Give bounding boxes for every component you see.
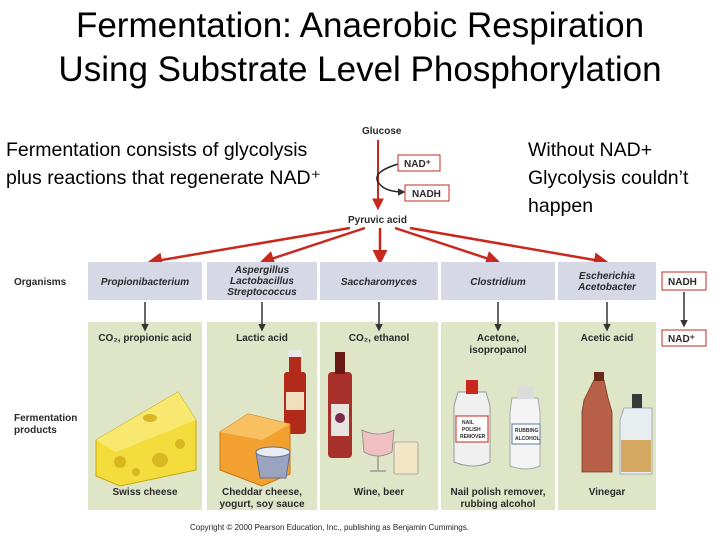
pyruvate-fanout-arrows (147, 226, 609, 268)
nail-polish-alcohol-illustration (453, 380, 541, 470)
caption-escherichia-0: Vinegar (589, 487, 626, 498)
caption-saccharomyces-0: Wine, beer (354, 487, 405, 498)
fermentation-products-label-1: Fermentation (14, 413, 77, 424)
arrow-to-propionibacterium (147, 226, 351, 268)
organism-box-saccharomyces (320, 262, 438, 300)
caption-lactobacillus-0: Cheddar cheese, (222, 487, 302, 498)
title-line-2: Using Substrate Level Phosphorylation (58, 50, 662, 89)
organism-name-clostridium-0: Clostridium (470, 277, 526, 288)
nail-polish-label-line-1: NAIL (462, 420, 474, 426)
nad-plus-label: NAD⁺ (404, 159, 431, 170)
rubbing-alcohol-label-line-2: ALCOHOL (515, 436, 540, 442)
organism-name-propionibacterium-0: Propionibacterium (101, 277, 189, 288)
product-label-escherichia-0: Acetic acid (581, 333, 634, 344)
nadh-label: NADH (412, 189, 441, 200)
product-label-propionibacterium-0: CO₂, propionic acid (98, 333, 191, 344)
side-nadh-label: NADH (668, 277, 697, 288)
organism-name-lactobacillus-2: Streptococcus (227, 287, 297, 298)
slide-title: Fermentation: Anaerobic Respiration Usin… (0, 4, 720, 92)
fermentation-products-label-2: products (14, 425, 57, 436)
side-nad-plus-badge (661, 329, 707, 347)
organism-box-escherichia (558, 262, 656, 300)
side-nad-plus-label: NAD⁺ (668, 334, 695, 345)
copyright-notice: Copyright © 2000 Pearson Education, Inc.… (190, 523, 469, 532)
nad-loop-arrow (376, 163, 406, 196)
title-line-1: Fermentation: Anaerobic Respiration (75, 6, 645, 45)
arrow-to-escherichia (409, 226, 609, 268)
swiss-cheese-illustration (95, 391, 197, 487)
organism-name-lactobacillus-0: Aspergillus (234, 265, 290, 276)
nadh-box (404, 184, 450, 202)
organism-name-lactobacillus-1: Lactobacillus (230, 276, 294, 287)
glucose-label: Glucose (362, 126, 402, 137)
organism-name-saccharomyces-0: Saccharomyces (341, 277, 418, 288)
nail-polish-label-line-2: POLISH (462, 427, 481, 433)
caption-clostridium-1: rubbing alcohol (461, 499, 536, 510)
caption-propionibacterium-0: Swiss cheese (112, 487, 177, 498)
organism-box-propionibacterium (88, 262, 202, 300)
nail-polish-label-line-3: REMOVER (460, 434, 486, 440)
nad-plus-box (397, 154, 441, 172)
organism-name-escherichia-1: Acetobacter (577, 282, 637, 293)
product-label-lactobacillus-0: Lactic acid (236, 333, 288, 344)
organism-box-clostridium (441, 262, 555, 300)
pyruvic-acid-label: Pyruvic acid (348, 215, 407, 226)
product-label-saccharomyces-0: CO₂, ethanol (349, 333, 410, 344)
vinegar-illustration (581, 372, 653, 475)
left-explanation: Fermentation consists of glycolysis plus… (6, 139, 321, 189)
product-label-clostridium-0: Acetone, (477, 333, 519, 344)
organism-name-escherichia-0: Escherichia (579, 271, 636, 282)
caption-clostridium-0: Nail polish remover, (450, 487, 545, 498)
product-label-clostridium-1: isopropanol (469, 345, 526, 356)
wine-beer-illustration (328, 352, 419, 475)
organism-box-lactobacillus (207, 262, 317, 300)
organisms-row-label: Organisms (14, 277, 67, 288)
arrow-to-lactobacillus (259, 226, 366, 266)
rubbing-alcohol-label-line-1: RUBBING (515, 428, 538, 434)
right-explanation: Without NAD+ Glycolysis couldn’t happen (528, 139, 689, 217)
cheddar-yogurt-soy-illustration (219, 350, 306, 487)
caption-lactobacillus-1: yogurt, soy sauce (219, 499, 304, 510)
side-nadh-badge (661, 271, 707, 291)
arrow-to-clostridium (394, 226, 501, 266)
